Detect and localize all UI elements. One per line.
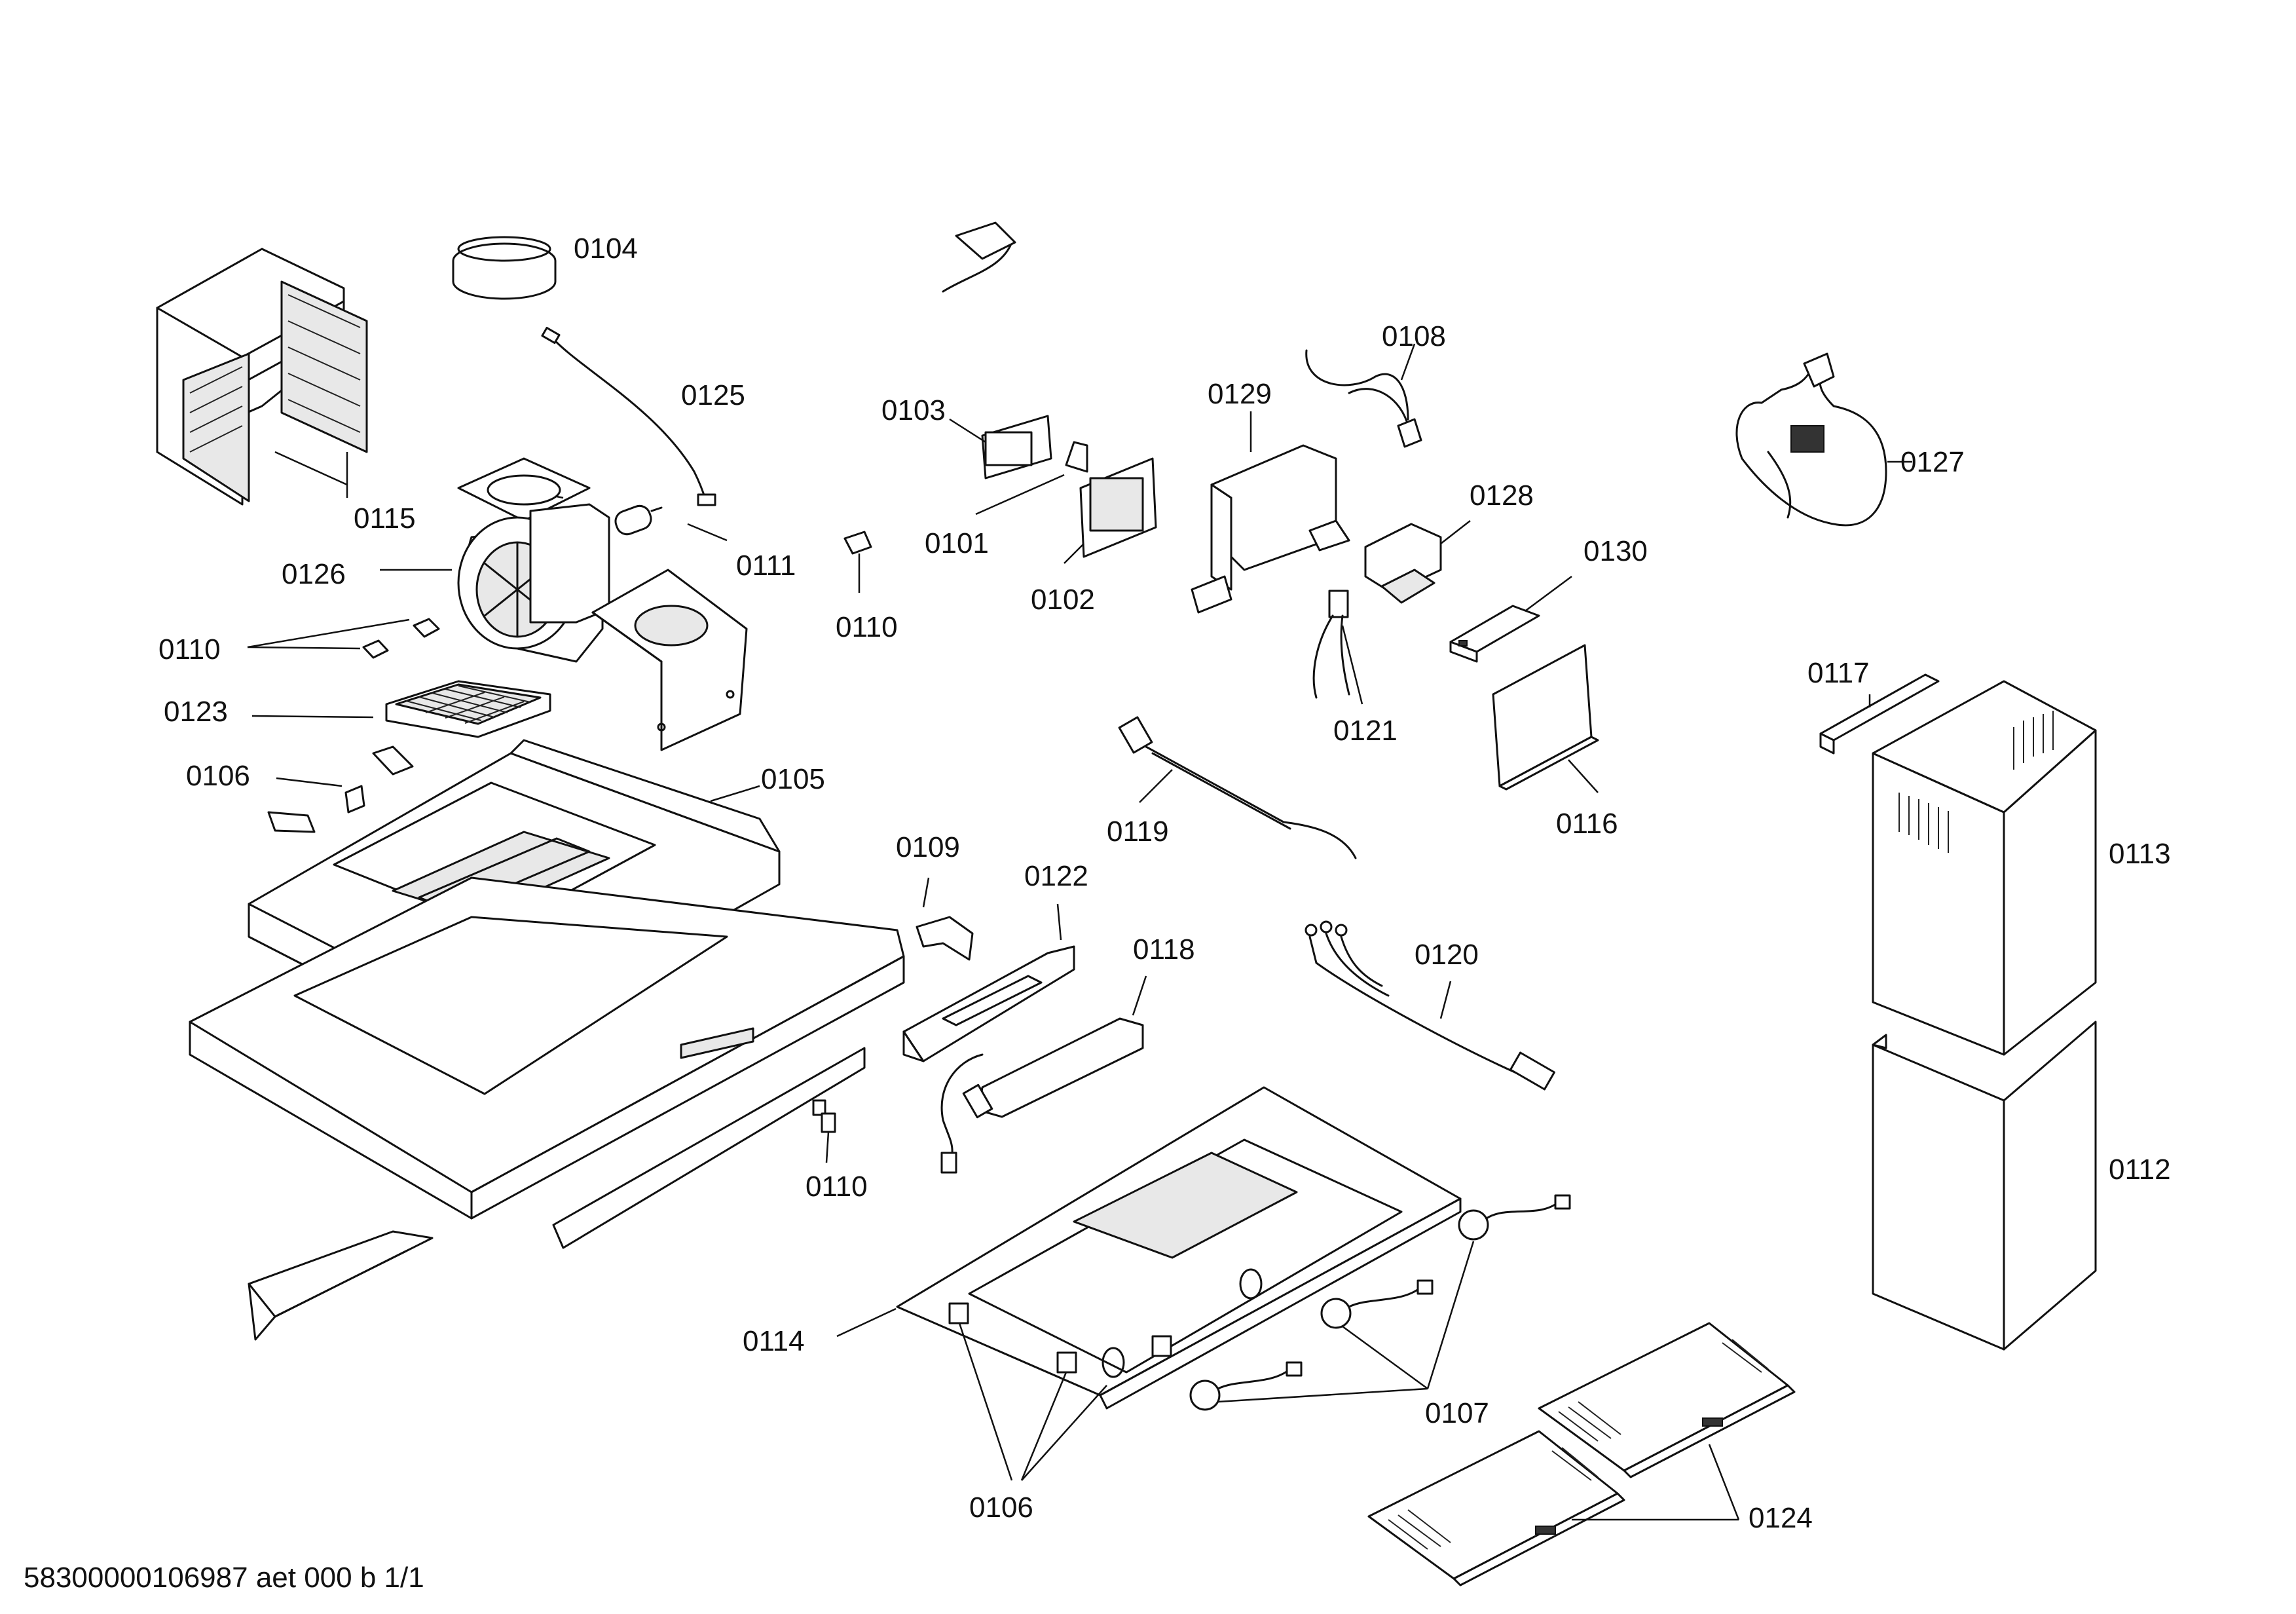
part-label: 0115 [354, 502, 416, 535]
part-label: 0122 [1024, 860, 1088, 892]
hood-bottom-0114 [836, 1086, 1462, 1410]
part-label: 0118 [1133, 933, 1195, 966]
clip-0106-left [267, 745, 414, 833]
bracket-0122 [902, 903, 1075, 1062]
filter-pad-0116 [1492, 644, 1599, 793]
part-label: 0126 [282, 558, 346, 590]
part-label: 0117 [1807, 657, 1870, 689]
mains-plug [942, 221, 1016, 293]
part-label: 0106 [186, 760, 250, 792]
part-label: 0123 [164, 696, 228, 728]
light-fixture-0118 [940, 975, 1147, 1174]
part-label: 0106 [969, 1492, 1033, 1524]
grease-filter-0123 [251, 680, 551, 738]
bracket-0129 [1191, 411, 1350, 614]
leaders-0106 [958, 1323, 1107, 1481]
parts-bag-0127 [1735, 352, 1912, 527]
part-label: 0128 [1470, 479, 1534, 512]
capacitor-0111 [614, 504, 663, 536]
part-label: 0104 [574, 233, 638, 265]
part-label: 0119 [1107, 816, 1169, 848]
clip-0110-middle [843, 531, 872, 593]
chimney-lower-0112 [1872, 1021, 2097, 1351]
part-label: 0105 [761, 763, 825, 795]
part-label: 0107 [1425, 1397, 1489, 1429]
part-label: 0121 [1333, 715, 1398, 747]
transformer-0128 [1364, 520, 1471, 604]
motor-bracket [591, 569, 748, 751]
ballast-0130 [1449, 575, 1572, 663]
part-label: 0101 [925, 527, 989, 559]
part-label: 0110 [836, 611, 898, 643]
part-label: 0108 [1382, 320, 1446, 352]
chimney-upper-0113 [1872, 680, 2097, 1056]
part-label: 0110 [158, 633, 221, 666]
deflector-plate [248, 1230, 434, 1341]
bracket-0117 [1819, 673, 1940, 755]
part-label: 0116 [1556, 808, 1618, 840]
part-label: 0130 [1583, 535, 1648, 567]
part-label: 0103 [881, 394, 946, 426]
cable-0125 [541, 326, 716, 506]
part-label: 0109 [896, 831, 960, 863]
wire-0108 [1305, 343, 1422, 448]
cable-0120 [1305, 920, 1555, 1091]
lamp-holders-0107 [1189, 1194, 1571, 1411]
switch-0121 [1312, 590, 1363, 705]
collar-ring-0104 [452, 236, 557, 300]
front-trim-rail [552, 1047, 866, 1249]
document-id-footer: 58300000106987 aet 000 b 1/1 [24, 1562, 424, 1594]
blower-fan-0126 [457, 457, 610, 663]
part-label: 0102 [1031, 584, 1095, 616]
leader-lines [380, 495, 728, 571]
filter-housing-0115 [156, 248, 368, 506]
bracket-0109 [916, 877, 974, 961]
part-label: 0113 [2109, 838, 2171, 870]
part-label: 0129 [1208, 378, 1272, 410]
part-label: 0125 [681, 379, 745, 411]
part-label: 0124 [1749, 1502, 1813, 1534]
part-label: 0110 [805, 1171, 868, 1203]
hood-canopy [189, 876, 905, 1220]
part-label: 0127 [1900, 446, 1965, 478]
cable-0119 [1118, 716, 1357, 859]
control-electronics [949, 415, 1157, 564]
clip-0110-left [247, 618, 440, 659]
part-label: 0111 [736, 550, 796, 582]
part-label: 0120 [1415, 939, 1479, 971]
part-label: 0114 [743, 1325, 805, 1357]
filter-panels-0124 [1367, 1322, 1796, 1586]
clip-0110-bottom [821, 1112, 836, 1163]
part-label: 0112 [2109, 1154, 2171, 1186]
